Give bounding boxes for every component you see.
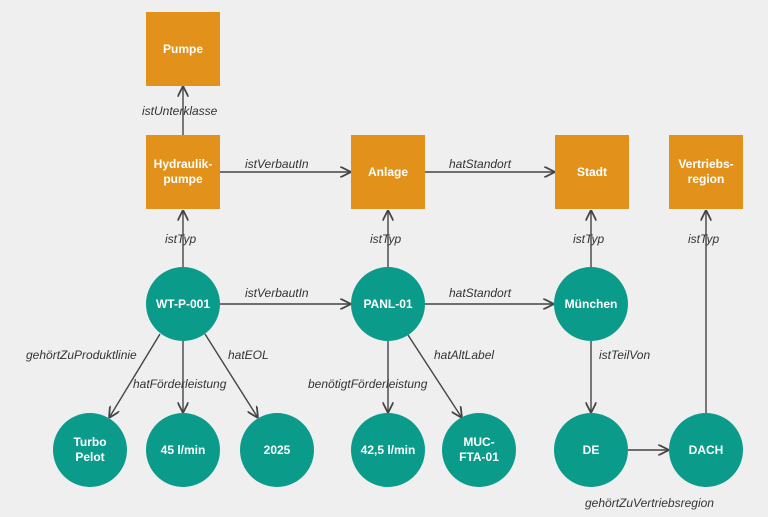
edge-label-hat-foerderleistung: hatFörderleistung — [133, 377, 227, 391]
edge-label-ist-teil-von: istTeilVon — [599, 348, 651, 362]
edge-label-ist-typ-anlage: istTyp — [370, 232, 402, 246]
edge-label-ist-typ-stadt: istTyp — [573, 232, 605, 246]
class-node-vertriebsregion: Vertriebs- region — [669, 135, 743, 209]
edge-label-gehoert-zu-produktlinie: gehörtZuProduktlinie — [26, 348, 137, 362]
instance-node-42-5-l-min: 42,5 l/min — [351, 413, 425, 487]
instance-node-muc-fta-01: MUC- FTA-01 — [442, 413, 516, 487]
instance-node-panl-01: PANL-01 — [351, 267, 425, 341]
instance-node-de: DE — [554, 413, 628, 487]
edge-label-gehoert-zu-vertriebsregion: gehörtZuVertriebsregion — [585, 496, 714, 510]
class-node-stadt: Stadt — [555, 135, 629, 209]
instance-node-turbo-pelot: Turbo Pelot — [53, 413, 127, 487]
edge-label-ist-unterklasse: istUnterklasse — [142, 104, 218, 118]
edge-label-hat-standort-inst: hatStandort — [449, 286, 512, 300]
edge-label-ist-typ-region: istTyp — [688, 232, 720, 246]
edge-label-ist-typ-hydraulik: istTyp — [165, 232, 197, 246]
instance-node-45-l-min: 45 l/min — [146, 413, 220, 487]
edge-label-ist-verbaut-in-class: istVerbautIn — [245, 157, 309, 171]
edge-label-hat-eol: hatEOL — [228, 348, 269, 362]
instance-node-muenchen: München — [554, 267, 628, 341]
edge-label-ist-verbaut-in-inst: istVerbautIn — [245, 286, 309, 300]
edge-label-hat-alt-label: hatAltLabel — [434, 348, 495, 362]
instance-node-2025: 2025 — [240, 413, 314, 487]
class-node-pumpe: Pumpe — [146, 12, 220, 86]
edge-gehoert-zu-produktlinie — [109, 333, 161, 418]
instance-node-dach: DACH — [669, 413, 743, 487]
edge-label-hat-standort-class: hatStandort — [449, 157, 512, 171]
class-node-hydraulikpumpe: Hydraulik- pumpe — [146, 135, 220, 209]
class-node-anlage: Anlage — [351, 135, 425, 209]
edge-hat-alt-label — [407, 334, 462, 418]
instance-node-wt-p-001: WT-P-001 — [146, 267, 220, 341]
edge-label-benoetigt-foerderleistung: benötigtFörderleistung — [308, 377, 428, 391]
edge-hat-eol — [204, 333, 258, 418]
